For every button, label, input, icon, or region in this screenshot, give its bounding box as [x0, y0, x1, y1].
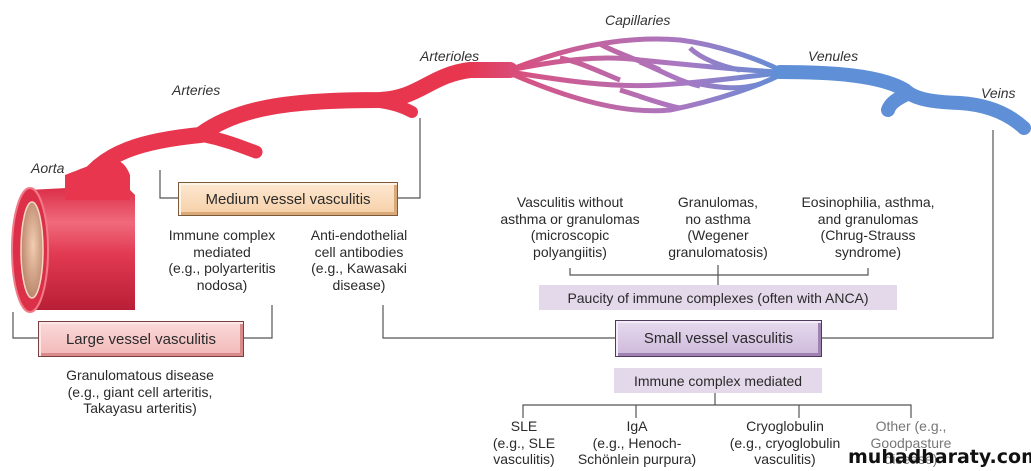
large-vessel-box: Large vessel vasculitis [38, 321, 244, 357]
label-venules: Venules [808, 48, 859, 64]
medium-vessel-box: Medium vessel vasculitis [178, 182, 398, 216]
small-vessel-box: Small vessel vasculitis [615, 320, 822, 357]
artery-branch [198, 129, 263, 159]
immune-item-iga: IgA (e.g., Henoch- Schönlein purpura) [577, 418, 697, 467]
label-arteries: Arteries [172, 82, 221, 98]
capillary-network [509, 36, 782, 114]
immune-item-sle: SLE (e.g., SLE vasculitis) [492, 418, 556, 467]
immune-complex-band: Immune complex mediated [614, 368, 822, 393]
large-vessel-desc: Granulomatous disease (e.g., giant cell … [66, 367, 214, 416]
connector-lines [12, 118, 994, 418]
medium-antiendothelial-text: Anti-endothelial cell antibodies (e.g., … [310, 227, 408, 293]
artery-trunk [72, 62, 518, 198]
paucity-item-mpa: Vasculitis without asthma or granulomas … [500, 194, 640, 260]
watermark: muhadharaty.com [848, 446, 1031, 468]
label-capillaries: Capillaries [605, 12, 671, 28]
label-aorta: Aorta [31, 160, 65, 176]
medium-immune-complex-text: Immune complex mediated (e.g., polyarter… [168, 227, 276, 293]
label-veins: Veins [981, 85, 1016, 101]
immune-item-cryoglobulin: Cryoglobulin (e.g., cryoglobulin vasculi… [729, 418, 841, 467]
venule [773, 65, 1031, 135]
paucity-item-churg-strauss: Eosinophilia, asthma, and granulomas (Ch… [801, 194, 935, 260]
paucity-band: Paucity of immune complexes (often with … [539, 285, 897, 310]
arteriole-branch [374, 96, 418, 118]
immune-item-other: Other (e.g., Goodpasture disease) [870, 418, 952, 467]
aorta-cylinder [11, 159, 135, 313]
label-arterioles: Arterioles [420, 48, 480, 64]
vein-branch [881, 88, 912, 117]
paucity-item-wegener: Granulomas, no asthma (Wegener granuloma… [668, 194, 768, 260]
